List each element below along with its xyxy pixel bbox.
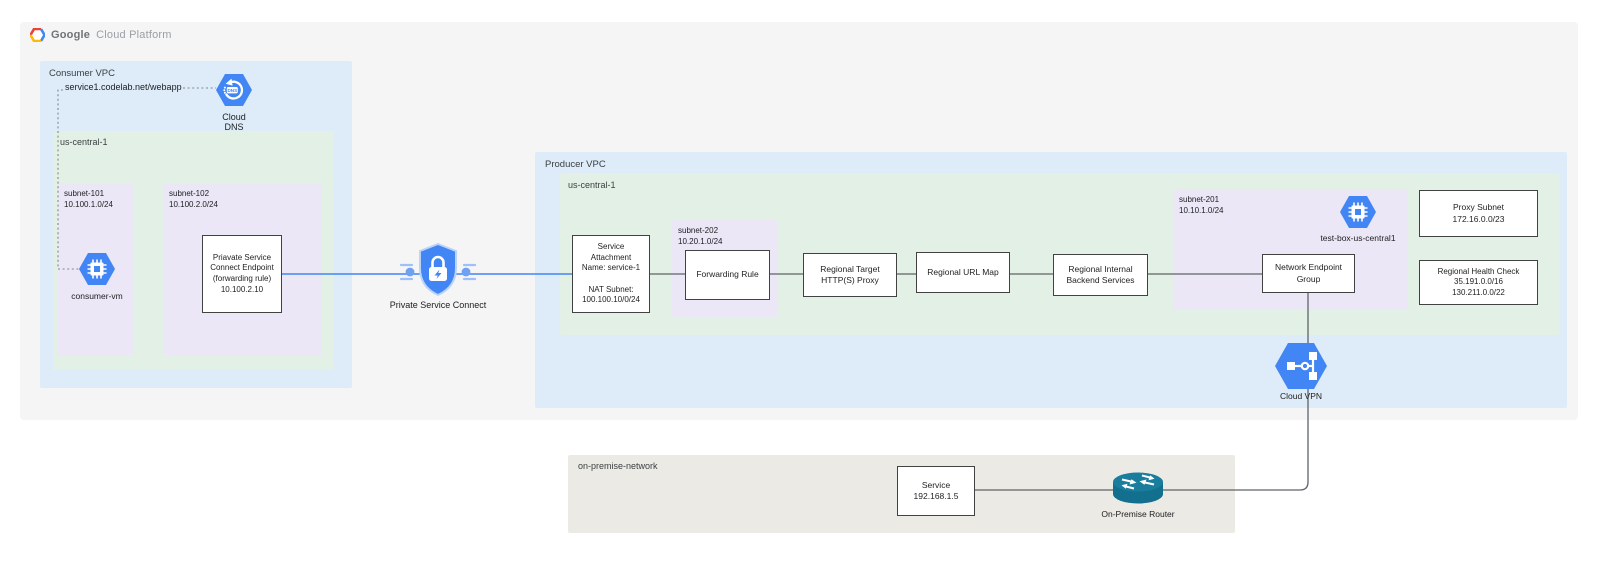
test-box-label: test-box-us-central1 <box>1320 233 1396 243</box>
subnet-102-name: subnet-102 <box>169 189 210 198</box>
health-check-node: Regional Health Check 35.191.0.0/16 130.… <box>1419 260 1538 305</box>
test-box-icon <box>1340 196 1376 228</box>
on-premise-router-icon <box>1112 471 1164 505</box>
cloud-vpn-label: Cloud VPN <box>1279 391 1323 401</box>
subnet-202-name: subnet-202 <box>678 226 719 235</box>
consumer-vm-label: consumer-vm <box>71 291 123 301</box>
onprem-service-node: Service 192.168.1.5 <box>897 466 975 516</box>
cloud-dns-icon: DNS <box>216 74 252 106</box>
on-premise-title: on-premise-network <box>578 461 658 471</box>
private-service-connect-icon <box>398 242 478 298</box>
private-service-connect-label: Private Service Connect <box>389 300 487 310</box>
brand-google: Google <box>51 29 91 41</box>
subnet-202-cidr: 10.20.1.0/24 <box>678 236 723 246</box>
consumer-region-label: us-central-1 <box>60 137 108 147</box>
service-attachment-node: Service Attachment Name: service-1 NAT S… <box>572 235 650 313</box>
svg-text:DNS: DNS <box>227 88 237 93</box>
network-endpoint-group-node: Network Endpoint Group <box>1262 254 1355 293</box>
on-premise-router-label: On-Premise Router <box>1101 509 1175 519</box>
gcp-logo: Google Cloud Platform <box>29 27 172 43</box>
brand-suffix: Cloud Platform <box>96 29 172 41</box>
url-map-node: Regional URL Map <box>916 252 1010 293</box>
consumer-vm-icon <box>79 253 115 285</box>
target-proxy-node: Regional Target HTTP(S) Proxy <box>803 253 897 297</box>
dns-record-label: service1.codelab.net/webapp <box>65 82 182 92</box>
proxy-subnet-node: Proxy Subnet 172.16.0.0/23 <box>1419 190 1538 237</box>
subnet-101-cidr: 10.100.1.0/24 <box>64 199 113 209</box>
consumer-vpc-title: Consumer VPC <box>49 68 115 79</box>
cloud-vpn-icon <box>1275 343 1327 389</box>
subnet-102-cidr: 10.100.2.0/24 <box>169 199 218 209</box>
psc-endpoint-node: Priavate Service Connect Endpoint (forwa… <box>202 235 282 313</box>
gcp-logo-icon <box>29 27 47 43</box>
producer-vpc-title: Producer VPC <box>545 159 606 170</box>
subnet-101-name: subnet-101 <box>64 189 105 198</box>
forwarding-rule-node: Forwarding Rule <box>685 250 770 300</box>
producer-region-label: us-central-1 <box>568 180 616 190</box>
backend-services-node: Regional Internal Backend Services <box>1053 254 1148 296</box>
subnet-201-name: subnet-201 <box>1179 195 1220 204</box>
cloud-dns-label: Cloud DNS <box>222 112 246 132</box>
subnet-201-cidr: 10.10.1.0/24 <box>1179 205 1224 215</box>
